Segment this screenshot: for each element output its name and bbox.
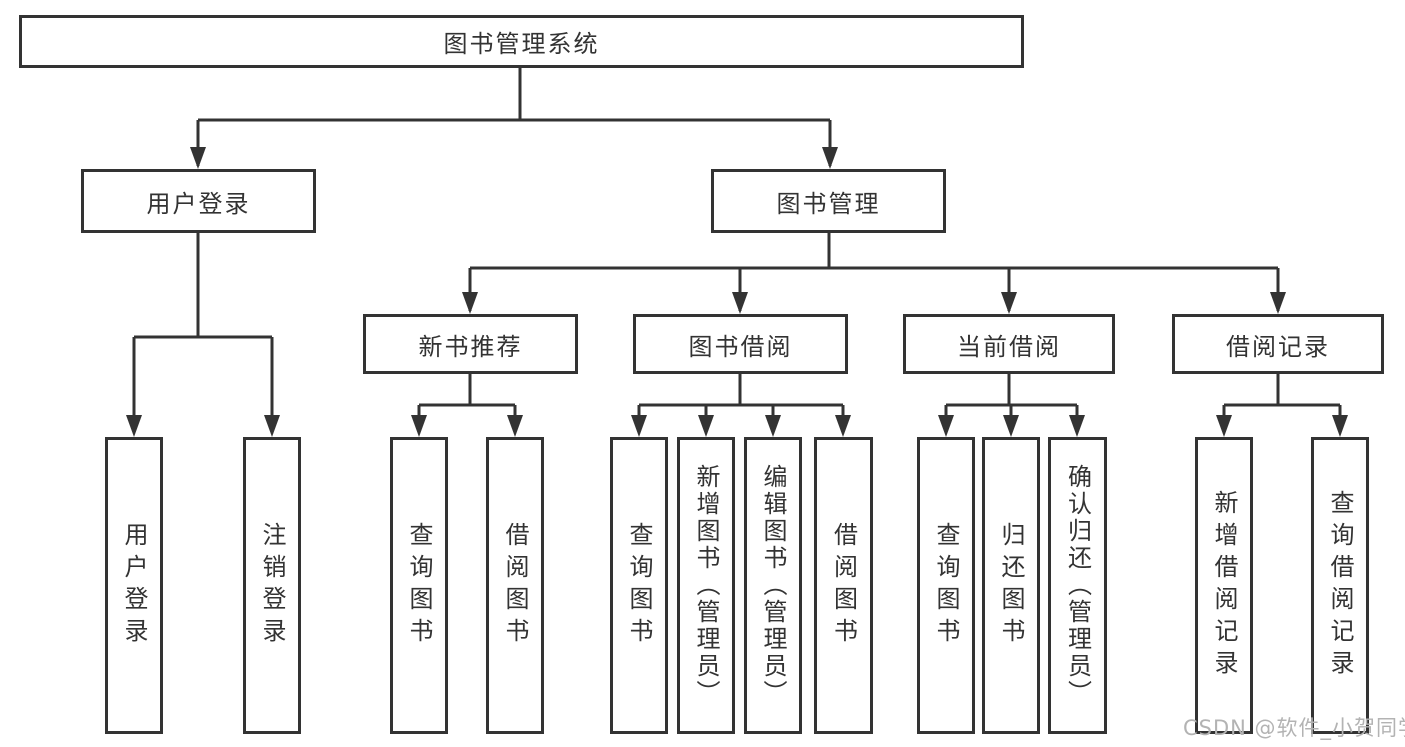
- node-borrow-records: 借阅记录: [1172, 314, 1384, 374]
- node-new-book-recommend: 新书推荐: [363, 314, 578, 374]
- node-book-borrow: 图书借阅: [633, 314, 848, 374]
- leaf-return-books: 归还图书: [982, 437, 1040, 734]
- leaf-query-books-borrow: 查询图书: [610, 437, 668, 734]
- leaf-query-books-recommend: 查询图书: [390, 437, 448, 734]
- node-root-system: 图书管理系统: [19, 15, 1024, 68]
- leaf-user-login: 用户登录: [105, 437, 163, 734]
- leaf-borrow-books-recommend: 借阅图书: [486, 437, 544, 734]
- node-user-login: 用户登录: [81, 169, 316, 233]
- leaf-query-books-current: 查询图书: [917, 437, 975, 734]
- leaf-confirm-return-admin: 确认归还（管理员）: [1048, 437, 1107, 734]
- node-current-borrow: 当前借阅: [903, 314, 1115, 374]
- leaf-add-books-admin: 新增图书（管理员）: [677, 437, 735, 734]
- leaf-borrow-books: 借阅图书: [814, 437, 873, 734]
- leaf-add-borrow-record: 新增借阅记录: [1195, 437, 1253, 734]
- leaf-query-borrow-record: 查询借阅记录: [1311, 437, 1369, 734]
- leaf-edit-books-admin: 编辑图书（管理员）: [744, 437, 802, 734]
- watermark: CSDN @软件_小贺同学: [1183, 716, 1405, 740]
- node-book-management: 图书管理: [711, 169, 946, 233]
- leaf-logout: 注销登录: [243, 437, 301, 734]
